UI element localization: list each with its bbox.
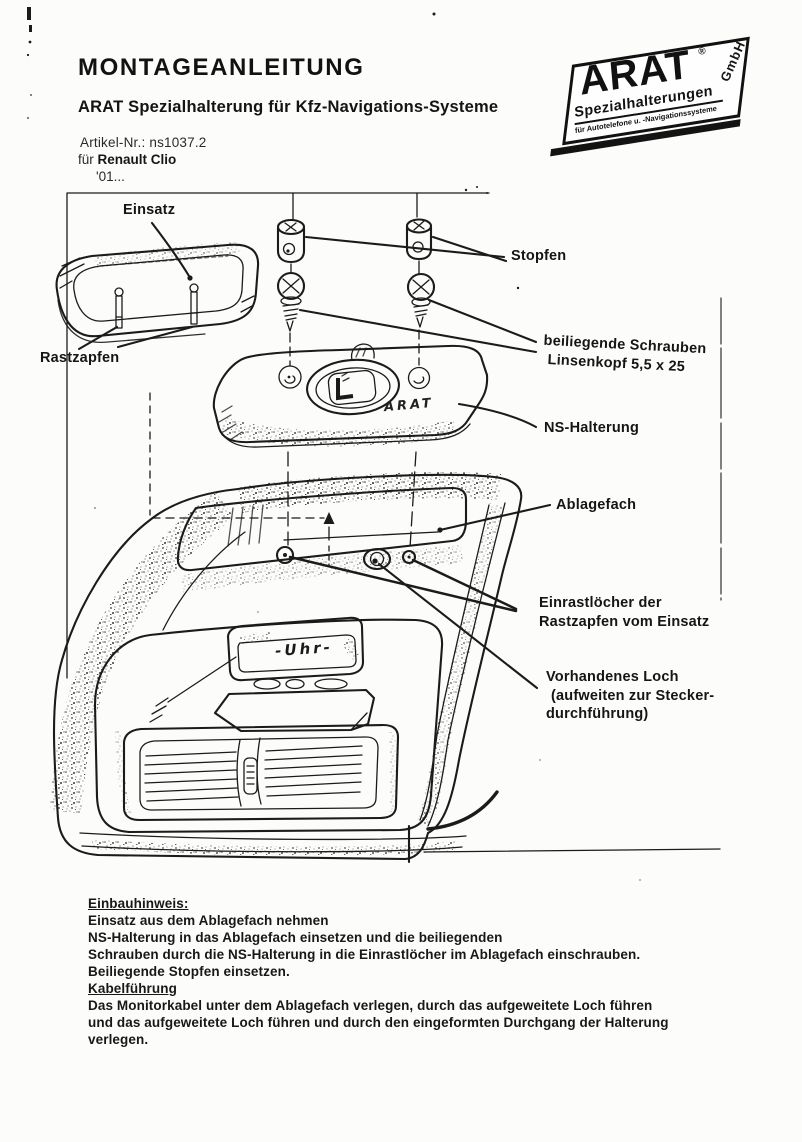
label-loch-line1: Vorhandenes Loch	[546, 669, 679, 685]
instructions-heading-2: Kabelführung	[88, 981, 177, 996]
ns-halterung-drawing	[212, 343, 538, 448]
diagram-frame	[66, 192, 490, 679]
label-rastzapfen: Rastzapfen	[40, 350, 120, 366]
page-title: MONTAGEANLEITUNG	[78, 54, 365, 81]
instruction-line: Einsatz aus dem Ablagefach nehmen	[88, 913, 329, 928]
instruction-line: Beiliegende Stopfen einsetzen.	[88, 964, 290, 979]
einsatz-tray-drawing	[55, 242, 260, 344]
instruction-line: verlegen.	[88, 1032, 149, 1047]
installation-instructions: Einbauhinweis: Einsatz aus dem Ablagefac…	[88, 895, 748, 1048]
instruction-line: NS-Halterung in das Ablagefach einsetzen…	[88, 930, 503, 945]
label-einrast-line1: Einrastlöcher der	[539, 595, 662, 611]
label-einrastloecher: Einrastlöcher der Rastzapfen vom Einsatz	[539, 594, 709, 631]
left-leader-lines	[77, 221, 194, 351]
label-einsatz: Einsatz	[123, 202, 176, 218]
screws-drawing	[276, 260, 538, 549]
stopfen-plugs-drawing	[276, 218, 508, 264]
label-vorhandenes-loch: Vorhandenes Loch (aufweiten zur Stecker-…	[546, 668, 714, 724]
label-einrast-line2: Rastzapfen vom Einsatz	[539, 613, 710, 630]
subtitle: ARAT Spezialhalterung für Kfz-Navigation…	[78, 98, 499, 116]
label-loch-line3: durchführung)	[546, 706, 649, 722]
vehicle-line: für Renault Clio	[78, 152, 176, 167]
instructions-heading-1: Einbauhinweis:	[88, 896, 189, 911]
label-loch-line2: (aufweiten zur Stecker-	[551, 687, 715, 704]
model-year: '01...	[96, 169, 125, 184]
instruction-line: Das Monitorkabel unter dem Ablagefach ve…	[88, 998, 653, 1013]
instruction-line: Schrauben durch die NS-Halterung in die …	[88, 947, 641, 962]
vehicle-name: Renault Clio	[97, 152, 177, 167]
label-stopfen: Stopfen	[511, 248, 567, 264]
instruction-line: und das aufgeweitete Loch führen und dur…	[88, 1015, 669, 1030]
vehicle-prefix: für	[78, 152, 98, 167]
article-number: Artikel-Nr.: ns1037.2	[80, 135, 207, 150]
label-ablagefach: Ablagefach	[556, 497, 637, 513]
registered-trademark-icon: ®	[697, 45, 707, 58]
label-ns-halterung: NS-Halterung	[544, 420, 640, 436]
dashboard-console-drawing	[50, 472, 552, 864]
insert-direction-arrow-icon	[323, 512, 335, 524]
